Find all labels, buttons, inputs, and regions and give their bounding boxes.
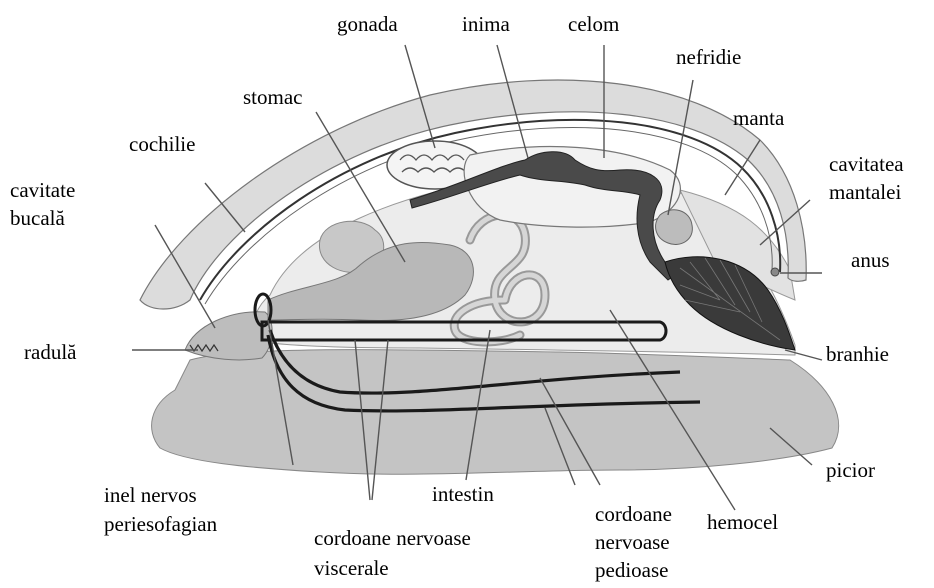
head xyxy=(185,312,272,360)
label-cordoane-pedioase-3: pedioase xyxy=(595,558,668,583)
label-radula: radulă xyxy=(24,340,76,365)
label-celom: celom xyxy=(568,12,619,37)
label-inima: inima xyxy=(462,12,510,37)
label-cordoane-pedioase-2: nervoase xyxy=(595,530,670,555)
label-cordoane-viscerale-1: cordoane nervoase xyxy=(314,526,471,551)
label-cavitatea-mantalei-1: cavitatea xyxy=(829,152,904,177)
label-cordoane-viscerale-2: viscerale xyxy=(314,556,389,581)
label-cochilie: cochilie xyxy=(129,132,195,157)
anus xyxy=(771,268,779,276)
label-cordoane-pedioase-1: cordoane xyxy=(595,502,672,527)
label-stomac: stomac xyxy=(243,85,302,110)
label-inel-nervos-1: inel nervos xyxy=(104,483,197,508)
label-cavitatea-mantalei-2: mantalei xyxy=(829,180,901,205)
label-anus: anus xyxy=(851,248,890,273)
label-picior: picior xyxy=(826,458,875,483)
label-cavitate-bucala-2: bucală xyxy=(10,206,65,231)
label-gonada: gonada xyxy=(337,12,398,37)
label-intestin: intestin xyxy=(432,482,494,507)
nephridium xyxy=(656,210,693,245)
label-inel-nervos-2: periesofagian xyxy=(104,512,217,537)
label-branhie: branhie xyxy=(826,342,889,367)
label-hemocel: hemocel xyxy=(707,510,778,535)
label-manta: manta xyxy=(733,106,784,131)
foot xyxy=(152,350,839,475)
label-nefridie: nefridie xyxy=(676,45,741,70)
label-cavitate-bucala-1: cavitate xyxy=(10,178,75,203)
